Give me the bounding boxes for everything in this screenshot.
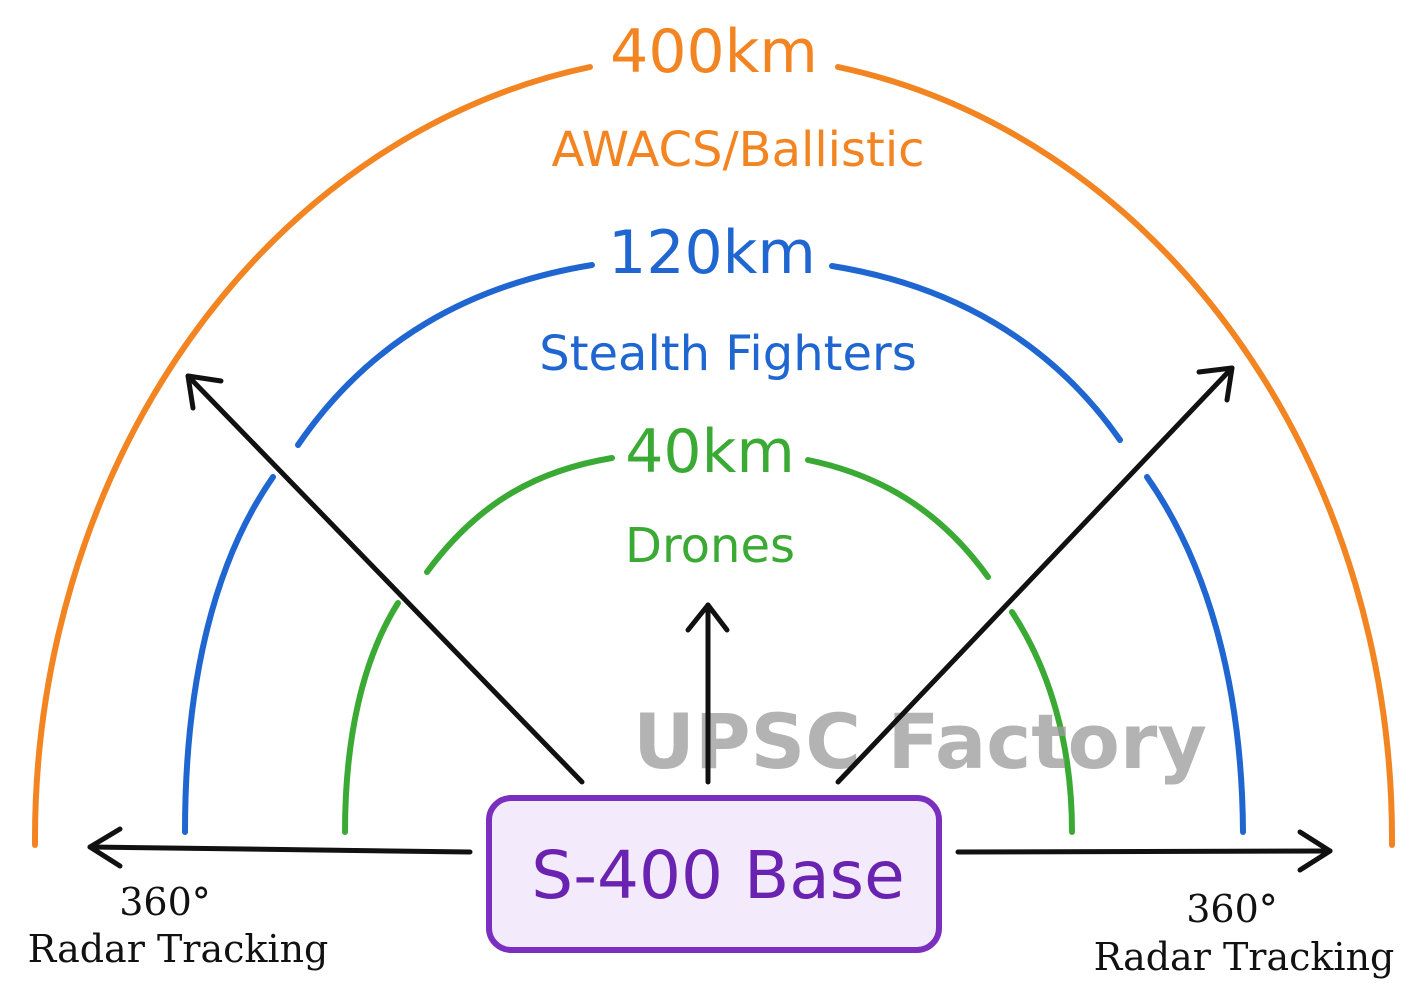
- middle-ring-arc-left-high: [295, 262, 595, 448]
- middle-ring: 120km Stealth Fighters: [182, 218, 1246, 835]
- arrow-left: [87, 826, 473, 869]
- arrow-upper-right: [835, 365, 1235, 785]
- inner-ring-target-label: Drones: [625, 518, 795, 574]
- inner-ring-arc-right-low: [1009, 609, 1075, 835]
- outer-ring: 400km AWACS/Ballistic: [31, 17, 1396, 848]
- outer-ring-target-label: AWACS/Ballistic: [551, 122, 924, 178]
- s400-base: S-400 Base: [486, 795, 942, 953]
- outer-ring-arc-right: [835, 64, 1396, 848]
- outer-ring-range-label: 400km: [610, 17, 818, 87]
- middle-ring-range-label: 120km: [608, 218, 816, 288]
- left-caption-degrees: 360°: [119, 880, 211, 924]
- inner-ring-arc-right-high: [805, 457, 991, 580]
- right-caption: 360° Radar Tracking: [1094, 887, 1395, 979]
- arrow-upper-left: [185, 373, 585, 785]
- middle-ring-arc-right-high: [829, 263, 1123, 443]
- inner-ring-arc-left-high: [424, 455, 615, 575]
- inner-ring-arc-left-low: [342, 600, 401, 835]
- right-caption-degrees: 360°: [1186, 887, 1278, 931]
- arrow-right: [955, 829, 1333, 873]
- base-box: [486, 795, 942, 953]
- arrow-up: [685, 602, 730, 785]
- inner-ring-range-label: 40km: [625, 417, 795, 487]
- watermark: UPSC Factory: [633, 697, 1207, 786]
- middle-ring-arc-left-low: [182, 474, 276, 835]
- right-caption-radar-tracking: Radar Tracking: [1094, 935, 1395, 979]
- left-caption: 360° Radar Tracking: [28, 880, 329, 971]
- radar-arrows: [87, 365, 1333, 873]
- middle-ring-target-label: Stealth Fighters: [539, 326, 917, 382]
- outer-ring-arc-left: [31, 64, 593, 848]
- left-caption-radar-tracking: Radar Tracking: [28, 927, 329, 971]
- middle-ring-arc-right-low: [1144, 474, 1246, 835]
- inner-ring: 40km Drones: [342, 417, 1075, 835]
- base-label: S-400 Base: [531, 837, 904, 914]
